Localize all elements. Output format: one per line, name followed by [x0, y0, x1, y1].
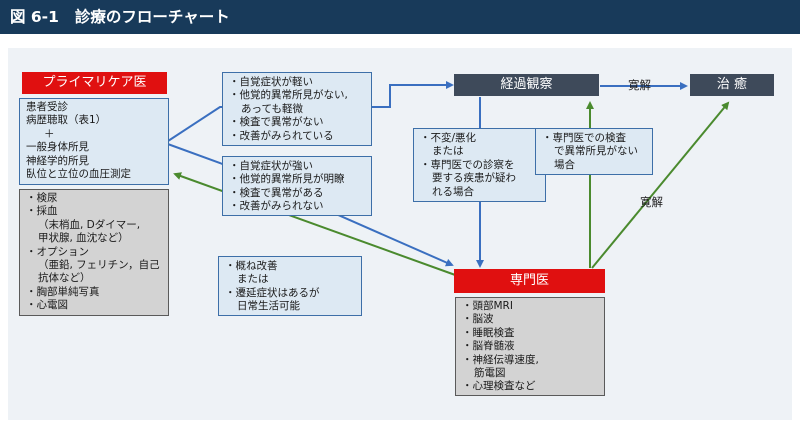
primary-tests-line: （末梢血, Dダイマー,	[38, 218, 141, 231]
cond-to-observation-line: あっても軽微	[241, 102, 303, 115]
label-remission-top: 寛解	[628, 78, 651, 92]
cond-spec-to-obs-line: で異常所見がない	[554, 145, 638, 158]
specialist-tests-line: ・脳波	[462, 313, 494, 326]
cond-spec-to-primary-line: ・概ね改善	[225, 260, 278, 272]
condition-to-observation-box: ・自覚症状が軽い・他覚的異常所見がない,あっても軽微・検査で異常がない・改善がみ…	[222, 72, 372, 146]
cond-to-specialist-line: ・他覚的異常所見が明瞭	[229, 173, 345, 186]
primary-tests-line: ・採血	[26, 205, 58, 218]
cond-to-observation-line: ・改善がみられている	[229, 129, 334, 142]
cond-spec-to-primary-line: 日常生活可能	[237, 300, 300, 313]
node-specialist: 専門医	[454, 269, 605, 293]
node-primary-care-label: プライマリケア医	[42, 75, 147, 90]
specialist-tests-line: ・神経伝導速度,	[462, 353, 539, 366]
node-cure: 治 癒	[690, 74, 774, 96]
cond-spec-to-obs-line: 場合	[554, 158, 575, 171]
cond-obs-to-specialist-line: ・不変/悪化	[420, 132, 477, 144]
arrow-specialist-to-cure	[591, 101, 730, 269]
primary-tests-line: ・検尿	[26, 192, 58, 204]
primary-info-line: 病歴聴取（表1）	[26, 114, 107, 127]
specialist-tests-line: ・睡眠検査	[462, 326, 515, 339]
specialist-tests-line: ・頭部MRI	[462, 300, 513, 312]
primary-tests-line: （亜鉛, フェリチン，自己	[38, 259, 160, 272]
cond-obs-to-specialist-line: れる場合	[432, 185, 474, 198]
node-observation-label: 経過観察	[500, 77, 553, 92]
primary-info-line: 患者受診	[26, 101, 68, 113]
figure-number: 図 6-1	[10, 8, 59, 26]
specialist-tests-line: 筋電図	[474, 367, 506, 380]
primary-info-line: 神経学的所見	[26, 154, 89, 167]
primary-info-box: 患者受診病歴聴取（表1）＋一般身体所見神経学的所見臥位と立位の血圧測定	[19, 98, 169, 185]
condition-observation-to-specialist-box: ・不変/悪化または・専門医での診察を要する疾患が疑われる場合	[413, 128, 546, 202]
node-observation: 経過観察	[454, 74, 599, 96]
figure-header: 図 6-1 診療のフローチャート	[0, 0, 800, 34]
cond-to-specialist-line: ・検査で異常がある	[229, 186, 324, 199]
cond-to-observation-line: ・自覚症状が軽い	[229, 76, 313, 88]
primary-info-line: ＋	[44, 127, 55, 140]
specialist-tests-line: ・心理検査など	[462, 380, 536, 393]
figure-title: 診療のフローチャート	[74, 8, 230, 26]
cond-obs-to-specialist-line: または	[432, 145, 464, 158]
arrow-primary-to-observation	[164, 81, 454, 144]
primary-tests-box: ・検尿・採血（末梢血, Dダイマー,甲状腺, 血沈など）・オプション（亜鉛, フ…	[19, 189, 169, 316]
node-specialist-label: 専門医	[509, 273, 549, 288]
node-primary-care: プライマリケア医	[22, 72, 167, 94]
condition-to-specialist-box: ・自覚症状が強い・他覚的異常所見が明瞭・検査で異常がある・改善がみられない	[222, 156, 372, 216]
cond-obs-to-specialist-line: ・専門医での診察を	[420, 158, 515, 171]
primary-tests-line: 甲状腺, 血沈など）	[38, 232, 129, 245]
condition-specialist-to-primary-box: ・概ね改善または・遷延症状はあるが日常生活可能	[218, 256, 362, 316]
cond-to-specialist-line: ・改善がみられない	[229, 200, 324, 213]
label-remission-diagonal: 寛解	[640, 195, 663, 209]
primary-info-line: 臥位と立位の血圧測定	[26, 168, 131, 181]
cond-to-specialist-line: ・自覚症状が強い	[229, 160, 313, 172]
primary-tests-line: ・胸部単純写真	[26, 285, 100, 298]
specialist-tests-box: ・頭部MRI・脳波・睡眠検査・脳脊髄液・神経伝導速度,筋電図・心理検査など	[455, 297, 605, 396]
cond-spec-to-obs-line: ・専門医での検査	[542, 132, 626, 144]
primary-tests-line: ・心電図	[26, 299, 68, 312]
cond-spec-to-primary-line: または	[237, 273, 269, 286]
primary-tests-line: 抗体など）	[38, 272, 91, 285]
primary-tests-line: ・オプション	[26, 245, 89, 258]
condition-specialist-to-observation-box: ・専門医での検査で異常所見がない場合	[535, 128, 653, 175]
cond-to-observation-line: ・検査で異常がない	[229, 116, 324, 129]
primary-info-line: 一般身体所見	[26, 141, 89, 154]
node-cure-label: 治 癒	[716, 77, 748, 92]
cond-to-observation-line: ・他覚的異常所見がない,	[229, 89, 348, 102]
cond-obs-to-specialist-line: 要する疾患が疑わ	[432, 172, 516, 185]
specialist-tests-line: ・脳脊髄液	[462, 340, 515, 353]
cond-spec-to-primary-line: ・遷延症状はあるが	[225, 286, 320, 299]
arrow-primary-to-specialist	[164, 142, 454, 267]
